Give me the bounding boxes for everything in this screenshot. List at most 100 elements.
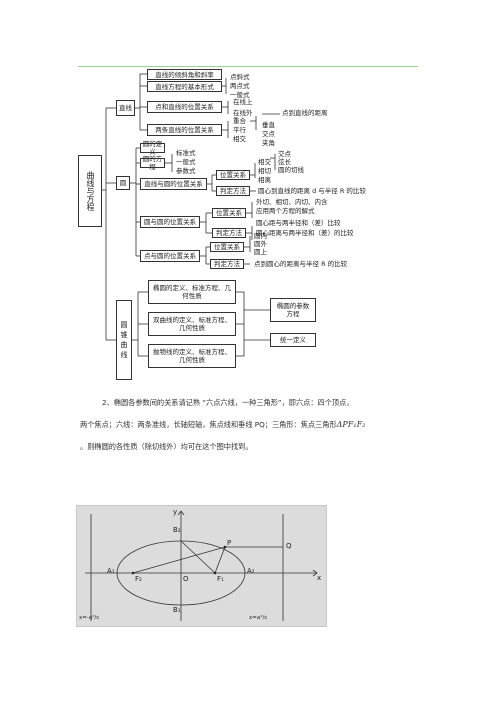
- circle-b4-a-label: 位置关系: [216, 209, 242, 217]
- circle-label: 圆: [119, 179, 127, 187]
- circle-b3-a: 位置关系: [216, 170, 250, 180]
- mindmap-connectors: [102, 73, 280, 357]
- circle-b4-b-item-1: 圆心距离与两半径和（差）的比较: [256, 229, 354, 237]
- line-rel1-2: 相交: [233, 135, 246, 143]
- line-b4: 两条直线的位置关系: [147, 124, 222, 136]
- label-b2: B₂: [173, 526, 181, 534]
- focus-f1-dot: [213, 571, 217, 575]
- conic-r1: 椭圆的参数方程: [270, 298, 316, 322]
- circle-b2-label: 圆的方程: [142, 155, 163, 171]
- conic-label-1: 锥: [120, 331, 128, 339]
- circle-b2: 圆的方程: [140, 155, 165, 171]
- circle-b5: 点与圆的位置关系: [140, 250, 200, 262]
- label-a2: A₂: [247, 567, 255, 575]
- ellipse-figure-svg: [85, 510, 318, 621]
- circle-b3-a-extra-0: 交点: [278, 150, 291, 158]
- line-label: 直线: [119, 104, 132, 112]
- circle-b3-b: 判定方法: [216, 186, 250, 196]
- line-b1-label: 直线的倾斜角和斜率: [155, 70, 214, 79]
- conic-label-3: 线: [120, 351, 128, 359]
- conic-label-0: 圆: [120, 321, 128, 329]
- conic-b3-label: 抛物线的定义、标准方程、几何性质: [153, 348, 231, 364]
- conic-label-2: 曲: [120, 341, 128, 349]
- conic-b2: 双曲线的定义、标准方程、几何性质: [148, 312, 236, 336]
- circle-b4-a-item-0: 外切、相切、内切、内含: [256, 198, 328, 206]
- line-form-0: 点斜式: [230, 73, 250, 81]
- circle-b3-a-label: 位置关系: [220, 171, 246, 179]
- ellipse-figure: y x B₂ B₁ A₁ A₂ F₂ F₁ O P Q x=-a²/c x=a²…: [76, 505, 327, 627]
- line-rel2-2: 夹角: [262, 139, 275, 147]
- circle-b1: 圆的定义: [140, 140, 165, 156]
- circle-b5-label: 点与圆的位置关系: [144, 252, 196, 260]
- b2f1-line: [180, 540, 216, 574]
- circle-b5-a-item-1: 圆外: [254, 240, 267, 248]
- circle-b5-a: 位置关系: [210, 242, 244, 252]
- circle-b3-a-item-1: 相切: [258, 167, 271, 175]
- circle-b5-b-label: 判定方法: [214, 260, 240, 268]
- conic-r1-label: 椭圆的参数方程: [276, 302, 310, 318]
- line-pos-1: 在线外: [233, 109, 253, 117]
- circle-b4: 圆与圆的位置关系: [140, 216, 200, 228]
- circle-eq-2: 参数式: [176, 167, 196, 175]
- point-p-dot: [223, 545, 227, 549]
- circle-eq-0: 标准式: [176, 149, 196, 157]
- label-f2: F₂: [135, 575, 142, 583]
- line-form-1: 两点式: [230, 82, 250, 90]
- circle-b4-a: 位置关系: [212, 208, 246, 218]
- root-box: 曲线与方程: [78, 155, 102, 227]
- circle-b3-a-item-2: 相离: [258, 176, 271, 184]
- pf2-line: [132, 546, 226, 574]
- para-line-1-text: 2、椭圆各参数间的关系请记熟 “六点六线，一种三角形”，即六点：四个顶点，: [102, 398, 354, 407]
- circle-b5-b: 判定方法: [210, 259, 244, 269]
- conic-box: 圆 锥 曲 线: [116, 300, 132, 380]
- conic-b1-label: 椭圆的定义、标准方程、几何性质: [153, 284, 231, 300]
- line-form-2: 一般式: [230, 91, 250, 99]
- circle-box: 圆: [116, 176, 130, 190]
- circle-b3-a-extra-1: 弦长: [278, 158, 291, 166]
- label-left-directrix: x=-a²/c: [79, 615, 100, 621]
- circle-b5-a-label: 位置关系: [214, 243, 240, 251]
- line-b2-label: 直线方程的基本形式: [155, 82, 214, 91]
- circle-b3-a-extra-2: 圆的切线: [278, 166, 304, 174]
- para-line-2-text: 两个焦点；六线：两条准线，长轴短轴，焦点线和垂线 PQ；三角形：焦点三角形: [80, 420, 337, 429]
- label-b1: B₁: [173, 606, 181, 614]
- label-o: O: [183, 575, 189, 583]
- line-rel2-0: 垂直: [262, 121, 275, 129]
- line-rel1-1: 平行: [233, 126, 246, 134]
- circle-b4-b: 判定方法: [212, 228, 246, 238]
- conic-b3: 抛物线的定义、标准方程、几何性质: [148, 344, 236, 368]
- circle-b4-b-item-0: 圆心距与两半径和（差）比较: [256, 219, 341, 227]
- line-rel1-0: 重合: [233, 117, 246, 125]
- label-a1: A₁: [107, 567, 115, 575]
- conic-r2: 统一定义: [270, 333, 316, 347]
- explanation-paragraph: 2、椭圆各参数间的关系请记熟 “六点六线，一种三角形”，即六点：四个顶点， 两个…: [80, 392, 460, 458]
- circle-b3-label: 直线与圆的位置关系: [144, 180, 203, 188]
- line-b1: 直线的倾斜角和斜率: [147, 69, 222, 80]
- top-divider: [78, 66, 418, 67]
- line-rel2-1: 交点: [262, 130, 275, 138]
- y-axis-arrow: [177, 510, 185, 516]
- para-line-2: 两个焦点；六线：两条准线，长轴短轴，焦点线和垂线 PQ；三角形：焦点三角形ΔPF…: [80, 414, 460, 436]
- circle-b3: 直线与圆的位置关系: [140, 178, 207, 190]
- circle-b5-b-text: 点到圆心的距离与半径 R 的比较: [254, 260, 348, 268]
- line-b4-label: 两条直线的位置关系: [155, 126, 214, 134]
- label-y: y: [173, 508, 178, 516]
- para-line-3: 。则椭圆的各性质（除切线外）均可在这个图中找到。: [80, 436, 460, 458]
- line-b3-label: 点和直线的位置关系: [155, 103, 214, 111]
- line-b2: 直线方程的基本形式: [147, 81, 222, 92]
- line-pos-0: 在线上: [233, 98, 253, 106]
- line-b3: 点和直线的位置关系: [147, 101, 222, 113]
- para-line-1: 2、椭圆各参数间的关系请记熟 “六点六线，一种三角形”，即六点：四个顶点，: [80, 392, 460, 414]
- label-x: x: [317, 574, 322, 582]
- circle-b3-a-item-0: 相交: [258, 158, 271, 166]
- para-line-2-math: ΔPF₁F₂: [336, 420, 366, 429]
- focus-f2-dot: [131, 571, 135, 575]
- circle-b4-b-label: 判定方法: [216, 229, 242, 237]
- circle-b3-b-text: 圆心到直线的距离 d 与半径 R 的比较: [258, 187, 366, 195]
- x-axis-arrow: [312, 569, 318, 577]
- label-right-directrix: x=a²/c: [249, 615, 268, 621]
- circle-b5-a-item-0: 圆内: [254, 232, 267, 240]
- circle-b4-label: 圆与圆的位置关系: [144, 218, 196, 226]
- conic-b1: 椭圆的定义、标准方程、几何性质: [148, 280, 236, 304]
- circle-eq-1: 一般式: [176, 158, 196, 166]
